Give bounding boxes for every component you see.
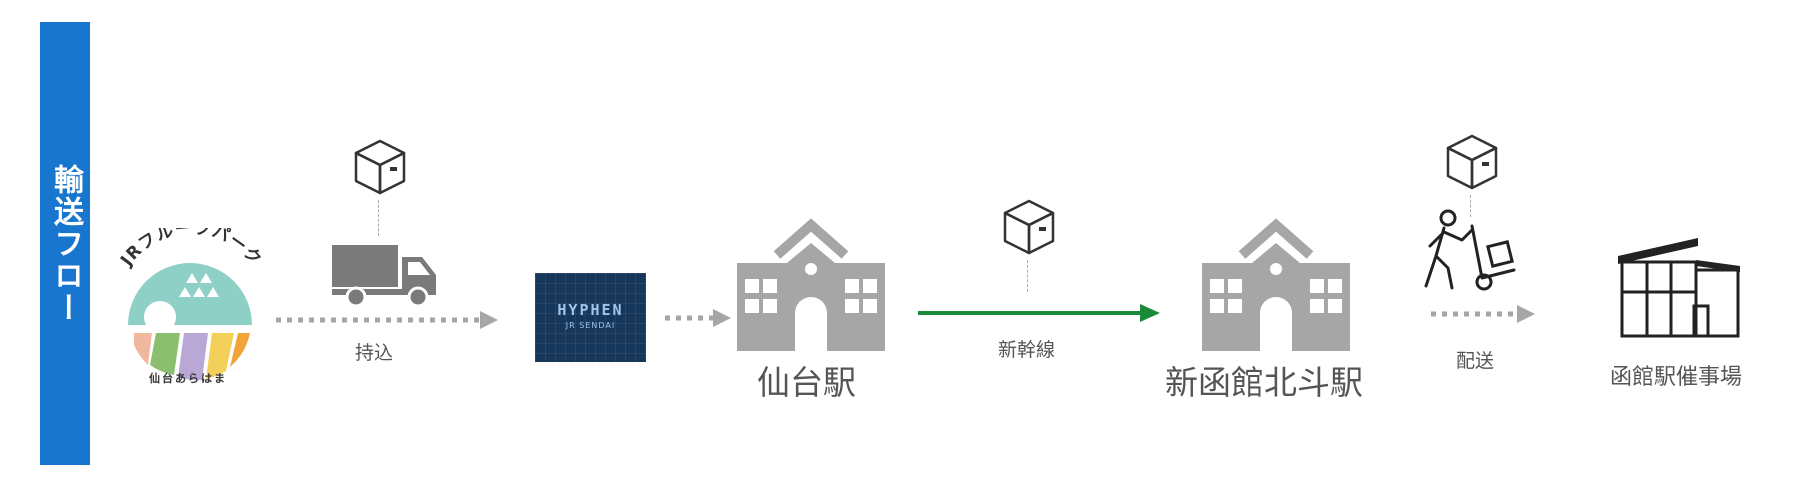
fruit-park-logo-icon [128, 263, 252, 381]
hakodate-station-label: 新函館北斗駅 [1165, 363, 1363, 402]
hyphen-subtitle: JR SENDAI [565, 321, 616, 330]
package-connector [1470, 195, 1471, 217]
logo-name: JRフルーツパーク [116, 228, 264, 271]
jr-fruit-park-logo [100, 225, 280, 395]
carry-in-label: 持込 [355, 342, 394, 364]
flow-title: 輸送フロー [48, 163, 83, 324]
sendai-station-label: 仙台駅 [757, 363, 856, 402]
package-icon [354, 139, 406, 195]
package-connector [1027, 260, 1028, 292]
venue-building-icon [1618, 238, 1740, 338]
delivery-arrow [1431, 305, 1535, 323]
sendai-station-icon [737, 218, 885, 351]
courier-with-cart-icon [1424, 209, 1516, 291]
hyphen-partner-card: HYPHEN JR SENDAI [535, 273, 646, 362]
package-connector [378, 200, 379, 236]
delivery-label: 配送 [1456, 350, 1495, 372]
shinkansen-arrow [918, 304, 1160, 322]
shinkansen-label: 新幹線 [998, 339, 1056, 361]
hyphen-grid-pattern [535, 273, 646, 362]
carry-in-arrow [276, 311, 498, 329]
to-sendai-arrow [665, 309, 731, 327]
hyphen-title: HYPHEN [557, 301, 624, 319]
truck-icon [332, 245, 436, 307]
logo-name-arc: JRフルーツパーク [116, 228, 265, 271]
logo-subtitle: 仙台あらはま [149, 372, 227, 385]
package-icon [1003, 199, 1055, 255]
venue-label: 函館駅催事場 [1610, 365, 1743, 390]
svg-text:JRフルーツパーク: JRフルーツパーク [116, 228, 265, 271]
hakodate-station-icon [1202, 218, 1350, 351]
flow-sidebar: 輸送フロー [40, 22, 90, 465]
package-icon [1446, 134, 1498, 190]
